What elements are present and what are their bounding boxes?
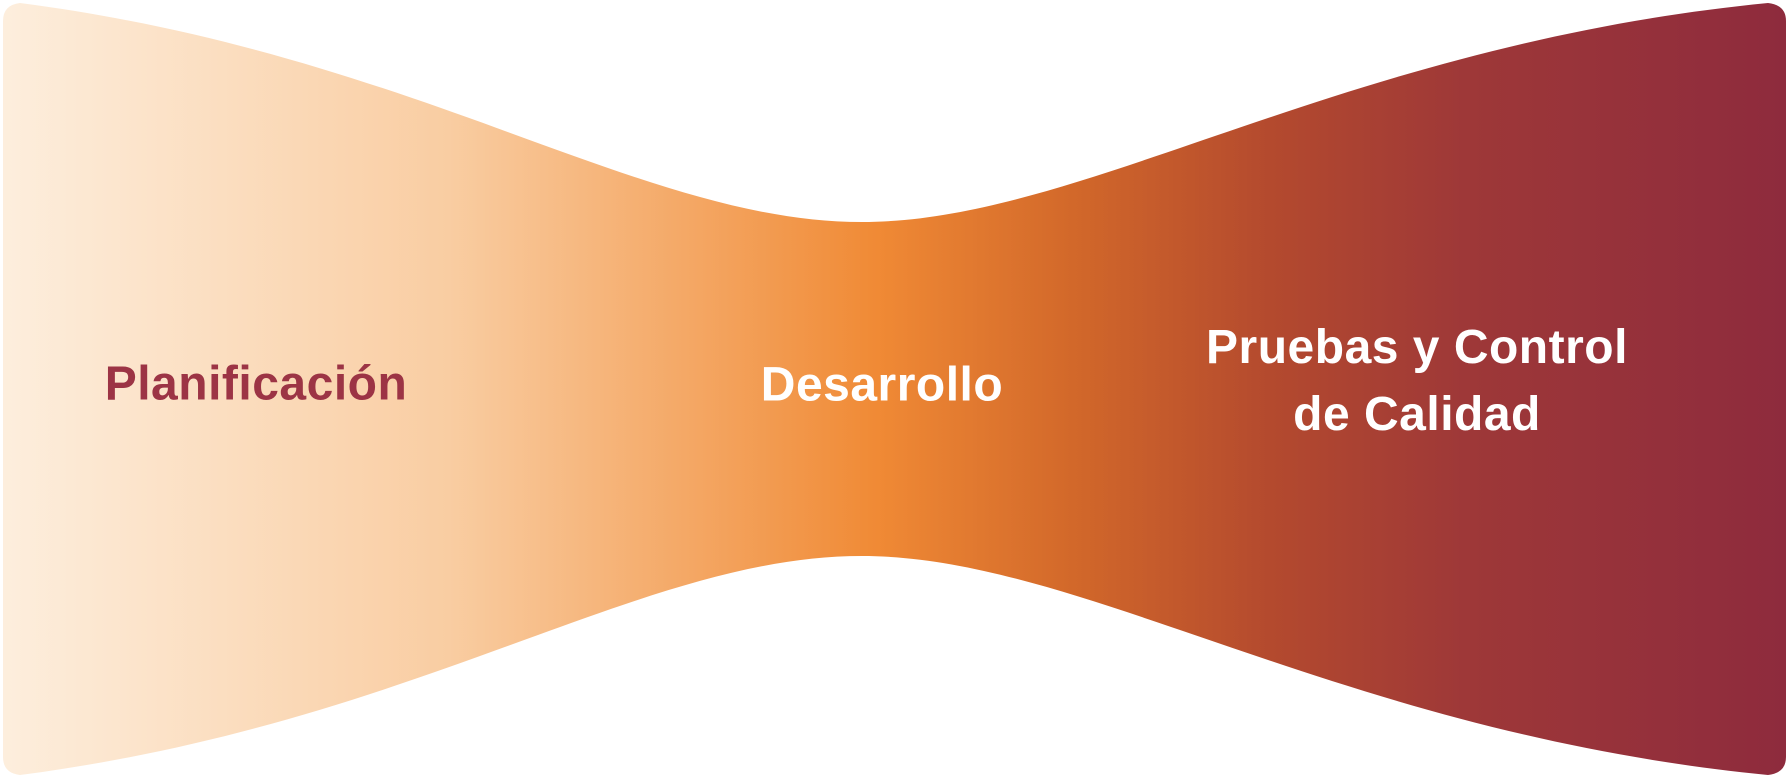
- stage-label-planificacion: Planificación: [104, 357, 408, 411]
- hourglass-path: [3, 3, 1786, 775]
- stage-label-pruebas-y-control: Pruebas y Control de Calidad: [1206, 320, 1628, 441]
- stage-label-desarrollo: Desarrollo: [760, 358, 1004, 412]
